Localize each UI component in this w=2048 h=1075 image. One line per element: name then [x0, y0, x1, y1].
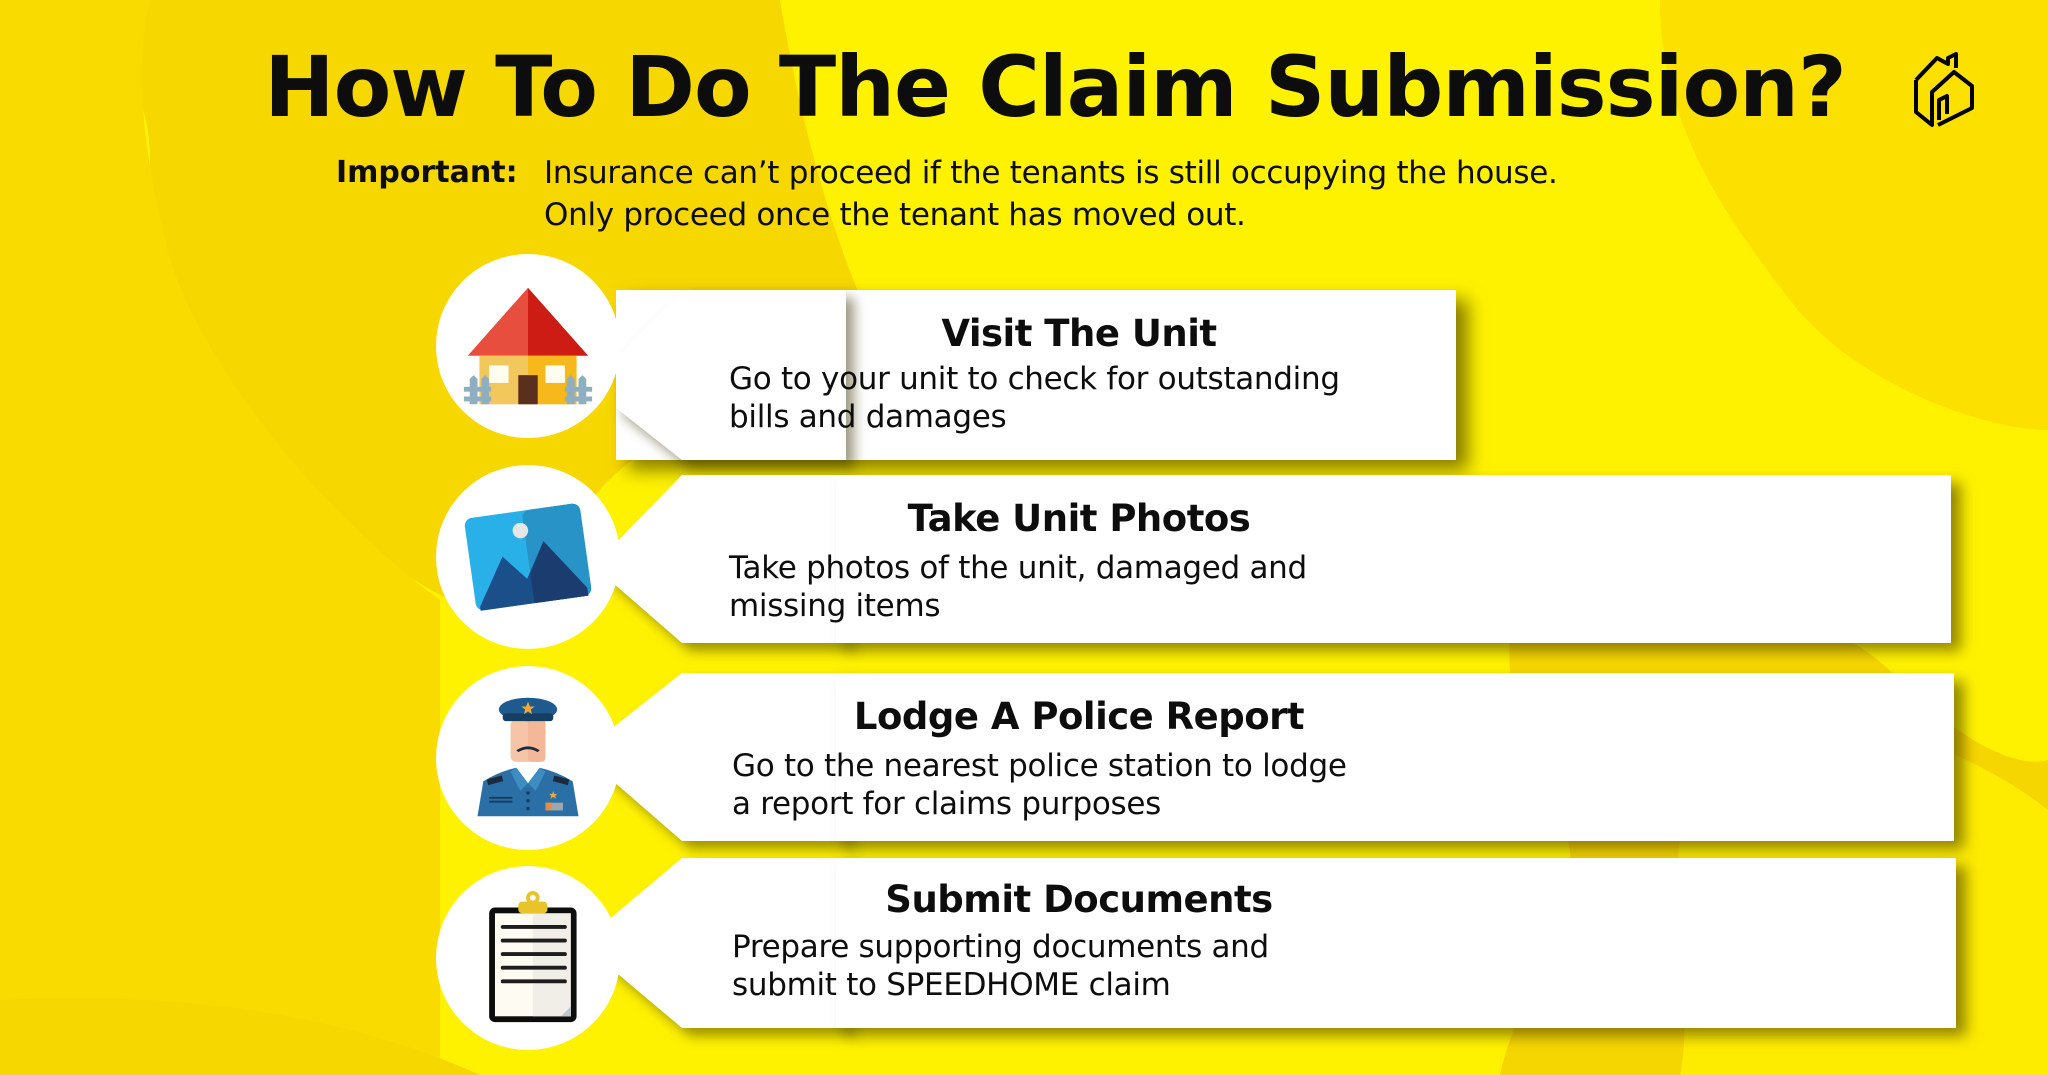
- clipboard-icon: [489, 890, 577, 1023]
- step-title: Submit Documents: [885, 878, 1273, 921]
- step-card: [836, 475, 1951, 643]
- photo-icon: [464, 503, 592, 611]
- step-description-line: missing items: [729, 588, 941, 624]
- step-police-report: Lodge A Police Report Go to the nearest …: [436, 663, 1954, 853]
- step-description-line: Go to your unit to check for outstanding: [729, 361, 1340, 397]
- step-content: Lodge A Police Report Go to the nearest …: [729, 673, 1526, 853]
- step-content: Take Unit Photos Take photos of the unit…: [729, 475, 1526, 650]
- step-icon-circle: [436, 465, 620, 649]
- step-card: [836, 673, 1954, 841]
- police-officer-icon: [477, 697, 579, 817]
- step-description: Take photos of the unit, damaged and mis…: [729, 549, 1449, 625]
- step-title: Visit The Unit: [941, 312, 1217, 355]
- important-notice: Important: Insurance can’t proceed if th…: [336, 152, 1558, 236]
- step-pointer: [606, 858, 846, 1028]
- step-visit-unit: Visit The Unit Go to your unit to check …: [436, 254, 1526, 463]
- step-description: Prepare supporting documents and submit …: [732, 928, 1452, 1004]
- step-description-line: Go to the nearest police station to lodg…: [732, 748, 1347, 784]
- notice-label: Important:: [336, 155, 518, 190]
- page-title: How To Do The Claim Submission?: [264, 38, 1846, 136]
- step-pointer: [606, 475, 846, 643]
- step-take-photos: Take Unit Photos Take photos of the unit…: [436, 465, 1951, 650]
- notice-line-1: Insurance can’t proceed if the tenants i…: [544, 155, 1558, 191]
- step-description: Go to your unit to check for outstanding…: [729, 360, 1449, 436]
- step-description-line: bills and damages: [729, 399, 1007, 435]
- step-description-line: Take photos of the unit, damaged and: [729, 550, 1307, 586]
- step-icon-circle: [436, 866, 620, 1050]
- house-icon: [463, 287, 593, 405]
- step-pointer: [606, 673, 846, 841]
- step-icon-circle: [436, 254, 620, 438]
- house-outline-logo-icon: [1914, 52, 1974, 127]
- step-title: Lodge A Police Report: [853, 695, 1305, 738]
- step-content: Visit The Unit Go to your unit to check …: [729, 290, 1526, 463]
- notice-line-2: Only proceed once the tenant has moved o…: [544, 197, 1246, 233]
- step-content: Submit Documents Prepare supporting docu…: [729, 858, 1526, 1042]
- step-icon-circle: [436, 666, 620, 850]
- step-title: Take Unit Photos: [907, 497, 1251, 540]
- step-pointer: [616, 290, 846, 460]
- step-description-line: submit to SPEEDHOME claim: [732, 967, 1171, 1003]
- step-card: [836, 858, 1956, 1028]
- step-description-line: Prepare supporting documents and: [732, 929, 1269, 965]
- step-submit-documents: Submit Documents Prepare supporting docu…: [436, 852, 1956, 1050]
- step-description: Go to the nearest police station to lodg…: [732, 747, 1452, 823]
- step-description-line: a report for claims purposes: [732, 786, 1162, 822]
- notice-text: Insurance can’t proceed if the tenants i…: [544, 152, 1558, 236]
